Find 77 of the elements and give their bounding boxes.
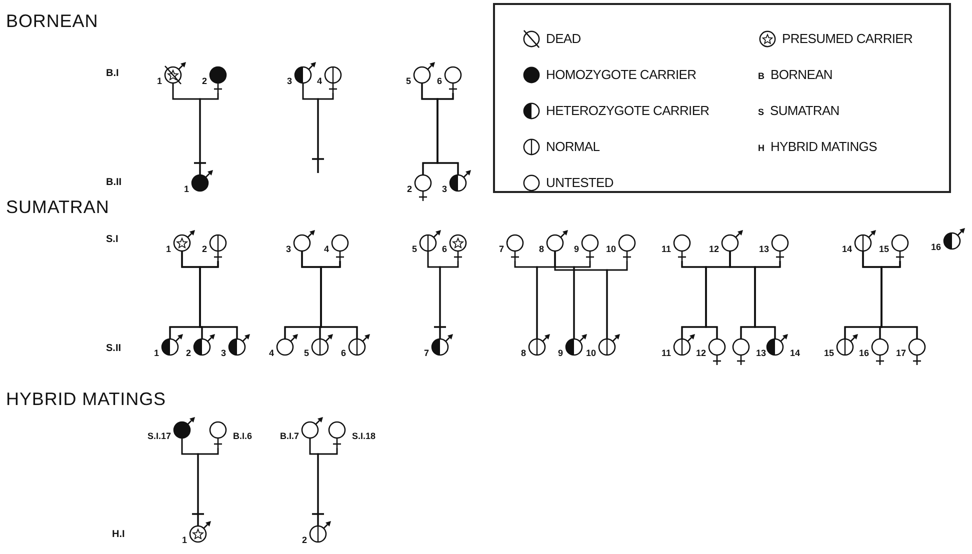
section-heading: HYBRID MATINGS: [6, 388, 166, 411]
legend-text: UNTESTED: [546, 174, 614, 192]
individual-number: 8: [538, 245, 544, 254]
pedigree-line: [311, 92, 334, 174]
generation-label: S.I: [106, 233, 118, 247]
individual-number: 14: [842, 245, 852, 254]
individual-number: 8: [520, 349, 526, 358]
individual-number: S.I.18: [352, 432, 376, 441]
individual-number: 15: [824, 349, 834, 358]
individual-number: 3: [220, 349, 226, 358]
individual-number: 1: [182, 536, 187, 545]
legend-text: B BORNEAN: [758, 66, 832, 84]
individual-number: 4: [316, 77, 322, 86]
individual-number: 4: [324, 245, 329, 254]
individual-number: 2: [202, 77, 207, 86]
legend-text: HOMOZYGOTE CARRIER: [546, 66, 696, 84]
pedigree-line: [606, 261, 628, 339]
legend-text: H HYBRID MATINGS: [758, 138, 877, 156]
individual-number: 13: [756, 349, 766, 358]
generation-label: S.II: [106, 342, 122, 356]
individual-number: 6: [340, 349, 346, 358]
individual-number: 1: [166, 245, 171, 254]
individual-number: 12: [696, 349, 706, 358]
individual-number: 10: [606, 245, 616, 254]
individual-number: 1: [184, 185, 189, 194]
generation-label: H.I: [112, 528, 125, 542]
individual-number: 2: [406, 185, 412, 194]
individual-number: 1: [156, 77, 162, 86]
legend-text: NORMAL: [546, 138, 600, 156]
individual-number: 11: [661, 245, 671, 254]
pedigree-line: [880, 261, 918, 339]
individual-number: 16: [858, 349, 869, 358]
individual-number: 5: [412, 245, 417, 254]
pedigree-line: [191, 447, 219, 527]
individual-number: 15: [878, 245, 889, 254]
pedigree-line: [573, 261, 591, 339]
individual-number: 3: [286, 77, 292, 86]
individual-number: 9: [558, 349, 563, 358]
pedigree-line: [754, 261, 781, 339]
individual-number: 14: [790, 349, 800, 358]
legend-text: S SUMATRAN: [758, 102, 840, 120]
individual-number: 2: [186, 349, 191, 358]
pedigree-line: [199, 261, 238, 339]
individual-number: 2: [202, 245, 207, 254]
legend-text: PRESUMED CARRIER: [782, 30, 913, 48]
individual-number: 1: [154, 349, 159, 358]
legend-text: HETEROZYGOTE CARRIER: [546, 102, 710, 120]
individual-number: 11: [661, 349, 671, 358]
individual-number: 6: [442, 245, 447, 254]
individual-number: 3: [286, 245, 291, 254]
section-heading: SUMATRAN: [6, 196, 110, 219]
individual-number: 12: [708, 245, 719, 254]
individual-number: 9: [574, 245, 579, 254]
individual-number: 2: [302, 536, 307, 545]
pedigree-line: [320, 261, 358, 339]
section-heading: BORNEAN: [6, 10, 98, 33]
individual-number: B.I.6: [233, 432, 252, 441]
pedigree-line: [436, 93, 459, 175]
pedigree-line: [433, 260, 459, 340]
individual-number: 4: [268, 349, 274, 358]
individual-number: 5: [406, 77, 411, 86]
individual-number: 10: [586, 349, 596, 358]
individual-number: B.I.7: [280, 432, 299, 441]
generation-label: B.I: [106, 67, 119, 81]
pedigree-line: [193, 92, 219, 176]
individual-number: 17: [896, 349, 906, 358]
individual-number: 6: [436, 77, 442, 86]
individual-number: 5: [304, 349, 309, 358]
individual-number: 3: [442, 185, 447, 194]
individual-number: 7: [498, 245, 504, 254]
pedigree-line: [311, 447, 338, 527]
individual-number: S.I.17: [147, 432, 171, 441]
generation-label: B.II: [106, 176, 122, 190]
individual-number: 7: [424, 349, 429, 358]
legend-text: DEAD: [546, 30, 581, 48]
individual-number: 16: [930, 243, 941, 252]
individual-number: 13: [758, 245, 769, 254]
